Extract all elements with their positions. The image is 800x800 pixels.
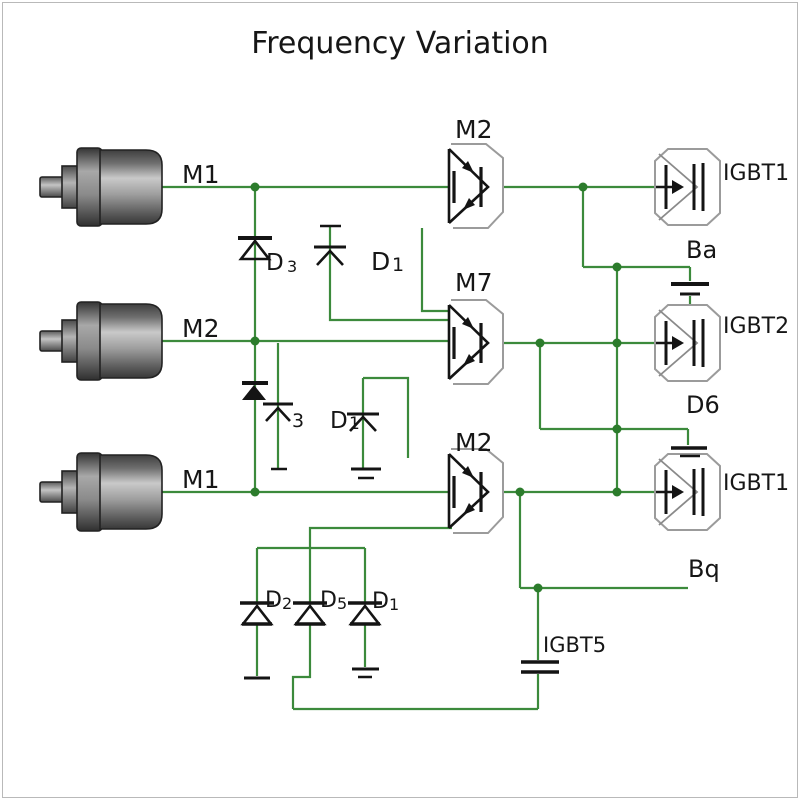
wires-row2 xyxy=(158,187,690,492)
diode-label-d1-bottom-digit: 1 xyxy=(389,595,399,614)
transistor-m7-middle xyxy=(447,298,505,386)
igbt-tag-bq: Bq xyxy=(688,555,720,583)
wires-row3 xyxy=(158,490,688,711)
junction-dots xyxy=(250,182,622,593)
diode-label-d1-top-digit: 1 xyxy=(392,254,404,276)
transistor-label-middle: M7 xyxy=(455,268,492,297)
motor-label-m1-bottom: M1 xyxy=(182,465,219,494)
igbt-label-bottom: IGBT1 xyxy=(723,471,789,496)
diode-label-d1-mid-digit: 1 xyxy=(349,414,360,434)
arrester-3-icon xyxy=(263,402,293,471)
arrester-d1-top-icon xyxy=(314,224,346,266)
transistor-m2-top xyxy=(447,142,505,230)
diode-d3 xyxy=(238,236,272,261)
arrester-label-3: 3 xyxy=(292,410,304,432)
igbt-tag-ba: Ba xyxy=(686,236,717,264)
transistor-label-top: M2 xyxy=(455,115,492,144)
motor-m2-middle xyxy=(39,301,163,381)
diode-d1-bottom xyxy=(348,601,382,679)
page-title: Frequency Variation xyxy=(251,26,549,61)
diode-label-d2: D xyxy=(265,588,282,613)
igbt-label-top: IGBT1 xyxy=(723,161,789,186)
wires-row1 xyxy=(158,185,692,492)
diode-d5 xyxy=(293,601,327,626)
igbt-tag-d6: D6 xyxy=(686,391,720,419)
diode-label-d3: D xyxy=(266,250,284,276)
igbt-label-middle: IGBT2 xyxy=(723,314,789,339)
capacitor-igbt1-bottom-icon xyxy=(671,446,707,458)
arrester-d1-mid-icon xyxy=(347,412,381,480)
wires-diode-network xyxy=(255,343,452,709)
diode-label-d5: D xyxy=(320,588,337,613)
diode-label-d1-top: D xyxy=(371,247,390,276)
motor-m1-bottom xyxy=(39,452,163,532)
igbt2-middle xyxy=(653,303,722,383)
capacitor-label-igbt5: IGBT5 xyxy=(543,633,606,657)
motor-label-m2-middle: M2 xyxy=(182,314,219,343)
transistor-m2-bottom xyxy=(447,447,505,535)
diode-label-d1-mid: D xyxy=(330,408,348,434)
diode-label-d1-bottom: D xyxy=(372,589,389,614)
capacitor-igbt5-icon xyxy=(521,660,559,674)
diode-d2 xyxy=(240,601,274,680)
igbt1-bottom xyxy=(653,452,722,532)
transistor-label-bottom: M2 xyxy=(455,428,492,457)
diode-filled-icon xyxy=(242,381,268,400)
motor-m1-top xyxy=(39,147,163,227)
capacitor-igbt2-icon xyxy=(671,282,709,296)
diode-label-d2-digit: 2 xyxy=(282,594,292,613)
diode-label-d5-digit: 5 xyxy=(337,594,347,613)
motor-label-m1-top: M1 xyxy=(182,160,219,189)
igbt1-top xyxy=(653,147,722,227)
diode-label-d3-digit: 3 xyxy=(287,257,297,276)
